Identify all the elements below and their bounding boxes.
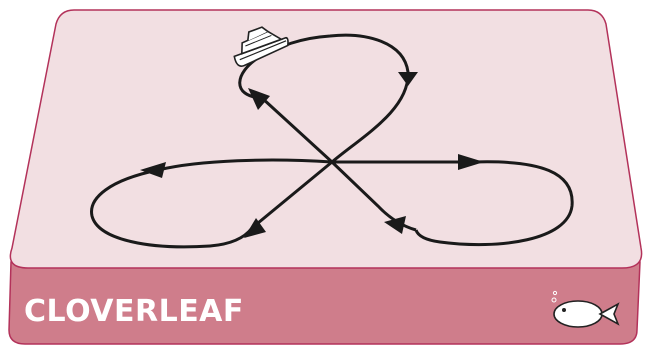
platform-side [8, 261, 641, 345]
diagonal-path-b [260, 96, 334, 164]
right-loop [414, 160, 574, 247]
arrow-lower-left-diag [244, 218, 266, 238]
path-group [90, 33, 574, 249]
arrow-top-loop [398, 72, 418, 86]
arrow-lower-right-loop [384, 216, 406, 234]
diagonal-path-c [251, 160, 333, 230]
fish-icon [551, 290, 620, 328]
arrow-horizontal-right [458, 154, 484, 170]
arrowheads [140, 72, 484, 238]
left-loop [90, 158, 333, 249]
arrow-upper-left-diag [248, 88, 270, 110]
platform-top [9, 9, 643, 269]
diagram-title: CLOVERLEAF [24, 294, 244, 329]
top-loop [238, 33, 410, 164]
boat-icon [233, 26, 289, 67]
arrow-left-loop-top [140, 162, 166, 178]
